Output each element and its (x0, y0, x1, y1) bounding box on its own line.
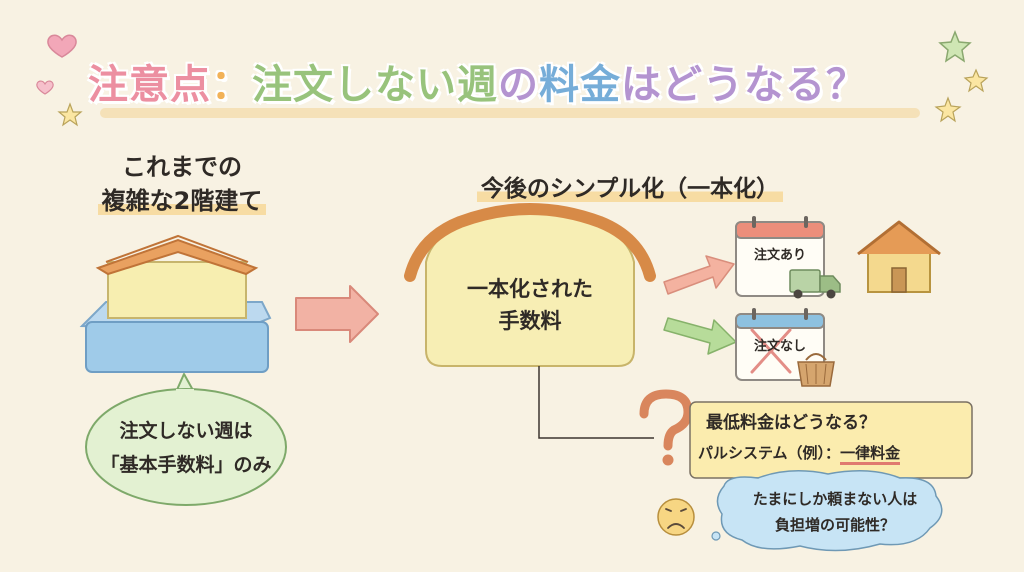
question-box-text: 最低料金はどうなる？ パルシステム（例）：一律料金 (698, 408, 966, 468)
star-icon (963, 68, 989, 93)
title-underline (100, 108, 920, 118)
unified-house-line1: 一本化された (467, 277, 593, 301)
right-heading-text: 今後のシンプル化（一本化） (476, 176, 784, 202)
title-part-caution: 注意点 (88, 62, 211, 108)
connector-line (538, 366, 654, 439)
question-line2-prefix: パルシステム（例）： (698, 444, 841, 462)
speech-bubble (85, 373, 287, 506)
left-heading-line2: 複雑な2階建て (97, 187, 267, 215)
title-part-question: はどうなる？ (621, 62, 867, 108)
question-line2: パルシステム（例）：一律料金 (698, 438, 966, 468)
unified-house-icon (404, 203, 656, 367)
calendar-order-no-label: 注文なし (753, 339, 806, 354)
heart-icon (36, 80, 54, 95)
arrow-icon (663, 255, 735, 295)
question-line1: 最低料金はどうなる？ (706, 413, 876, 433)
speech-bubble-text: 注文しない週は 「基本手数料」のみ (96, 414, 276, 482)
left-heading-line1: これまでの (122, 153, 242, 181)
page-title: 注意点：注文しない週の料金はどうなる？ (88, 52, 948, 116)
thought-bubble (711, 470, 943, 552)
truck-icon (789, 269, 841, 299)
speech-bubble-line2: 「基本手数料」のみ (100, 454, 272, 476)
unified-house-line2: 手数料 (498, 309, 562, 333)
star-icon (57, 102, 83, 127)
two-story-house-icon (79, 234, 272, 373)
calendar-order-yes-label: 注文あり (753, 248, 806, 263)
heart-icon (47, 34, 77, 58)
question-mark-icon (639, 389, 693, 466)
right-heading: 今後のシンプル化（一本化） (420, 172, 840, 206)
worry-bubble-text: たまにしか頼まない人は 負担増の可能性？ (732, 486, 938, 538)
arrow-icon (663, 317, 737, 355)
worry-line2: 負担増の可能性？ (774, 516, 895, 534)
speech-bubble-line1: 注文しない週は (119, 420, 253, 442)
basket-icon (797, 353, 835, 387)
house-icon (857, 220, 941, 293)
title-part-no-order-week: 注文しない週 (252, 62, 498, 108)
sad-face-icon (657, 498, 695, 536)
title-part-fee: 料金 (539, 62, 621, 108)
title-part-particle: の (498, 62, 539, 108)
left-heading: これまでの 複雑な2階建て (58, 150, 306, 218)
worry-line1: たまにしか頼まない人は (752, 490, 918, 508)
title-separator: ： (211, 62, 252, 108)
arrow-icon (295, 285, 379, 343)
question-line2-highlight: 一律料金 (840, 444, 901, 465)
unified-house-label: 一本化された 手数料 (440, 270, 620, 340)
star-icon (938, 29, 972, 63)
star-icon (934, 96, 962, 123)
